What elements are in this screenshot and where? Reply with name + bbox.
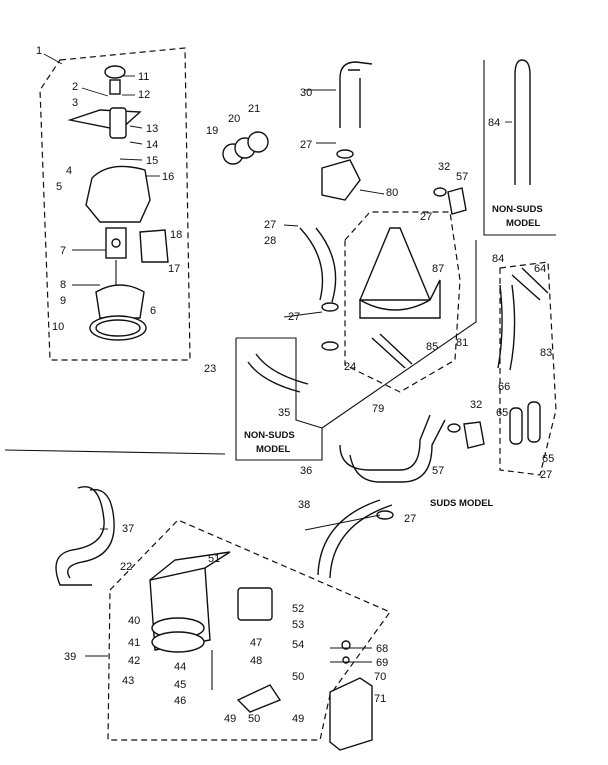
callout: 64	[534, 263, 546, 275]
callout: 42	[128, 655, 140, 667]
nonsuds-center-tag-model: MODEL	[256, 444, 291, 455]
callout: 4	[66, 165, 72, 177]
bracket	[329, 640, 373, 751]
callout: 23	[204, 363, 216, 375]
callout: 41	[128, 637, 140, 649]
inlet-hose	[55, 486, 115, 586]
callout: 43	[122, 675, 134, 687]
callout: 18	[170, 229, 182, 241]
pump-boundary	[344, 211, 461, 393]
callout: 50	[292, 671, 304, 683]
callout: 11	[138, 71, 149, 83]
callout: 1	[36, 45, 42, 57]
valve-assembly-boundary	[39, 47, 191, 361]
callout: 27	[420, 211, 432, 223]
callout: 85	[426, 341, 438, 353]
callout: 9	[60, 295, 66, 307]
callout: 52	[292, 603, 304, 615]
callout: 22	[120, 561, 132, 573]
heater-assembly	[149, 551, 282, 713]
callout: 10	[52, 321, 64, 333]
callout: 21	[248, 103, 260, 115]
model-tags: NON-SUDS MODEL NON-SUDS MODEL SUDS MODEL	[244, 204, 543, 509]
callout: 65	[542, 453, 554, 465]
callout: 68	[376, 643, 388, 655]
callout: 49	[224, 713, 236, 725]
callout-labels: 1 2 3 4 5 6 7 8 9 10 11 12 13 14 15 16 1…	[36, 45, 554, 725]
callout: 20	[228, 113, 240, 125]
callout: 48	[250, 655, 262, 667]
callout: 7	[60, 245, 66, 257]
valve-stack	[67, 65, 169, 341]
callout: 71	[374, 693, 386, 705]
callout: 16	[162, 171, 174, 183]
nonsuds-upper-tag-model: MODEL	[506, 218, 541, 229]
callout: 45	[174, 679, 186, 691]
nonsuds-center-tag: NON-SUDS	[244, 430, 295, 441]
callout: 35	[278, 407, 290, 419]
callout: 27	[264, 219, 276, 231]
callout: 70	[374, 671, 386, 683]
callout: 49	[292, 713, 304, 725]
suds-hose-boundary	[499, 261, 557, 476]
callout: 54	[292, 639, 304, 651]
callout: 38	[298, 499, 310, 511]
callout: 27	[300, 139, 312, 151]
callout: 14	[146, 139, 158, 151]
callout: 17	[168, 263, 180, 275]
callout: 84	[488, 117, 500, 129]
divider-upper-right	[483, 60, 556, 236]
callout: 39	[64, 651, 76, 663]
callout: 66	[498, 381, 510, 393]
callout: 53	[292, 619, 304, 631]
callout: 40	[128, 615, 140, 627]
callout: 87	[432, 263, 444, 275]
callout: 37	[122, 523, 134, 535]
leader-lines	[43, 53, 512, 663]
callout: 80	[386, 187, 398, 199]
callout: 27	[404, 513, 416, 525]
callout: 3	[72, 97, 78, 109]
callout: 12	[138, 89, 150, 101]
callout: 27	[288, 311, 300, 323]
callout: 47	[250, 637, 262, 649]
divider-left	[4, 449, 226, 455]
callout: 24	[344, 361, 356, 373]
callout: 84	[492, 253, 504, 265]
callout: 36	[300, 465, 312, 477]
callout: 81	[456, 337, 468, 349]
callout: 51	[208, 553, 220, 565]
callout: 2	[72, 81, 78, 93]
callout: 69	[376, 657, 388, 669]
callout: 50	[248, 713, 260, 725]
callout: 30	[300, 87, 312, 99]
callout: 57	[432, 465, 444, 477]
callout: 6	[150, 305, 156, 317]
suds-model-tag: SUDS MODEL	[430, 498, 494, 509]
drain-hoses	[247, 353, 446, 579]
callout: 44	[174, 661, 186, 673]
callout: 46	[174, 695, 186, 707]
callout: 5	[56, 181, 62, 193]
callout: 83	[540, 347, 552, 359]
callout: 19	[206, 125, 218, 137]
callout: 32	[470, 399, 482, 411]
nonsuds-upper-tag: NON-SUDS	[492, 204, 543, 215]
callout: 65	[496, 407, 508, 419]
callout: 79	[372, 403, 384, 415]
pump	[358, 227, 441, 369]
divider-mid-right	[321, 240, 477, 429]
callout: 28	[264, 235, 276, 247]
callout: 15	[146, 155, 158, 167]
callout: 57	[456, 171, 468, 183]
callout: 13	[146, 123, 158, 135]
callout: 32	[438, 161, 450, 173]
upper-hoses	[222, 61, 373, 351]
callout: 8	[60, 279, 66, 291]
right-hoses	[433, 59, 549, 449]
callout: 27	[540, 469, 552, 481]
nonsuds-box	[235, 337, 323, 461]
